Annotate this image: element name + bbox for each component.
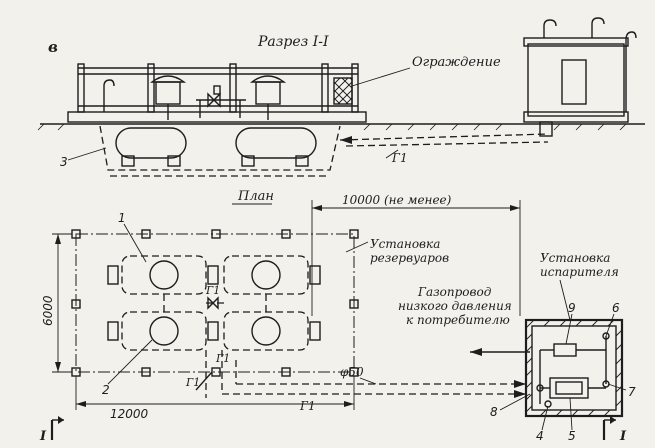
flow-arrow-g1 xyxy=(514,390,526,398)
evaporator-building xyxy=(523,17,637,137)
dim-arrow xyxy=(55,234,61,244)
dim-distance: 10000 (не менее) xyxy=(342,193,452,207)
callout-2-leader xyxy=(107,339,153,385)
callout-3-leader xyxy=(67,147,107,161)
plan-tank-1 xyxy=(107,255,219,295)
tank-installation-label-1: Установка xyxy=(370,237,440,251)
flow-arrow-phi50 xyxy=(514,380,526,388)
fence-mesh-panel xyxy=(333,77,353,105)
gas-pipeline-label-2: низкого давления xyxy=(398,299,512,313)
underground-pipe-section xyxy=(339,133,549,141)
callout-6-leader xyxy=(605,313,615,337)
excavation-outline xyxy=(99,125,341,171)
pipe-label-phi50: φ50 xyxy=(340,365,364,379)
plan-view: План 10000 (не менее) Установка резервуа… xyxy=(39,189,636,444)
fence-outline-plan xyxy=(75,233,355,373)
fence-posts xyxy=(77,63,359,113)
callout-5: 5 xyxy=(568,429,576,443)
tank-installation-label-2: резервуаров xyxy=(370,251,449,265)
fence-label: Ограждение xyxy=(412,55,501,70)
gas-pipeline-arrow xyxy=(470,348,482,356)
callout-4: 4 xyxy=(536,429,544,443)
dim-arrow xyxy=(55,362,61,372)
fence-leader xyxy=(351,67,411,87)
underground-tank-left xyxy=(115,127,187,167)
plan-valve xyxy=(207,296,219,310)
callout-1: 1 xyxy=(118,211,126,225)
callout-6: 6 xyxy=(612,301,620,315)
section-mark-arrowhead xyxy=(58,416,64,424)
evaporator-leader xyxy=(559,279,571,321)
ground-hatching xyxy=(37,123,627,131)
pipe-label-g1-bottom: Г1 xyxy=(299,399,316,413)
callout-1-leader xyxy=(123,223,147,263)
underground-pipe-section-2 xyxy=(345,141,549,147)
pipe-label-g1-left: Г1 xyxy=(185,376,200,389)
section-mark-arrowhead xyxy=(610,416,616,424)
dim-arrow xyxy=(510,205,520,211)
callout-9: 9 xyxy=(568,301,576,315)
dim-length: 12000 xyxy=(110,407,149,421)
dim-arrow xyxy=(312,205,322,211)
fence-base xyxy=(67,111,367,123)
dim-arrow xyxy=(76,401,86,407)
evaporator-label-2: испарителя xyxy=(540,265,619,279)
callout-7: 7 xyxy=(628,385,636,399)
section-mark-right: I xyxy=(619,429,627,444)
callout-7-leader xyxy=(607,383,627,391)
section-mark-left: I xyxy=(39,429,47,444)
evaporator-plan xyxy=(524,318,624,418)
pipe-label-g1-section: Г1 xyxy=(391,151,408,165)
tank-dome-left xyxy=(149,75,187,120)
dim-width: 6000 xyxy=(41,295,55,326)
flow-arrow-section xyxy=(340,136,352,144)
callout-2: 2 xyxy=(102,383,110,397)
pipe-label-g1-center: Г1 xyxy=(205,284,220,297)
figure-letter: в xyxy=(48,38,58,56)
vent-pipe-left xyxy=(103,79,115,112)
fence-post-markers xyxy=(71,229,359,377)
gas-pipeline-label-1: Газопровод xyxy=(417,285,492,299)
callout-8-leader xyxy=(499,393,531,411)
callout-4-leader xyxy=(541,405,549,431)
pipe-label-g1-mid: Г1 xyxy=(215,352,230,365)
dim-arrow xyxy=(344,401,354,407)
plan-title: План xyxy=(237,189,274,204)
callout-5-leader xyxy=(569,397,573,431)
fence-mesh xyxy=(333,77,353,105)
callout-9-leader xyxy=(565,313,573,345)
underground-tank-right xyxy=(235,127,317,167)
tank-installation-leader xyxy=(345,241,369,253)
pipe-label-leader xyxy=(385,149,399,159)
callout-3: 3 xyxy=(60,155,68,169)
section-title: Разрез I-I xyxy=(257,34,329,50)
plan-tank-4 xyxy=(223,311,321,351)
plan-tank-3 xyxy=(107,311,219,351)
plan-riser-stub xyxy=(195,371,213,391)
callout-8: 8 xyxy=(490,405,498,419)
tank-dome-right xyxy=(249,75,287,120)
valve-assembly xyxy=(196,85,246,118)
section-view: в Разрез I-I xyxy=(37,17,645,177)
gas-pipeline-label-3: к потребителю xyxy=(406,313,510,327)
phi50-leader xyxy=(359,377,377,385)
evaporator-label-1: Установка xyxy=(540,251,610,265)
plan-tank-2 xyxy=(223,255,321,295)
